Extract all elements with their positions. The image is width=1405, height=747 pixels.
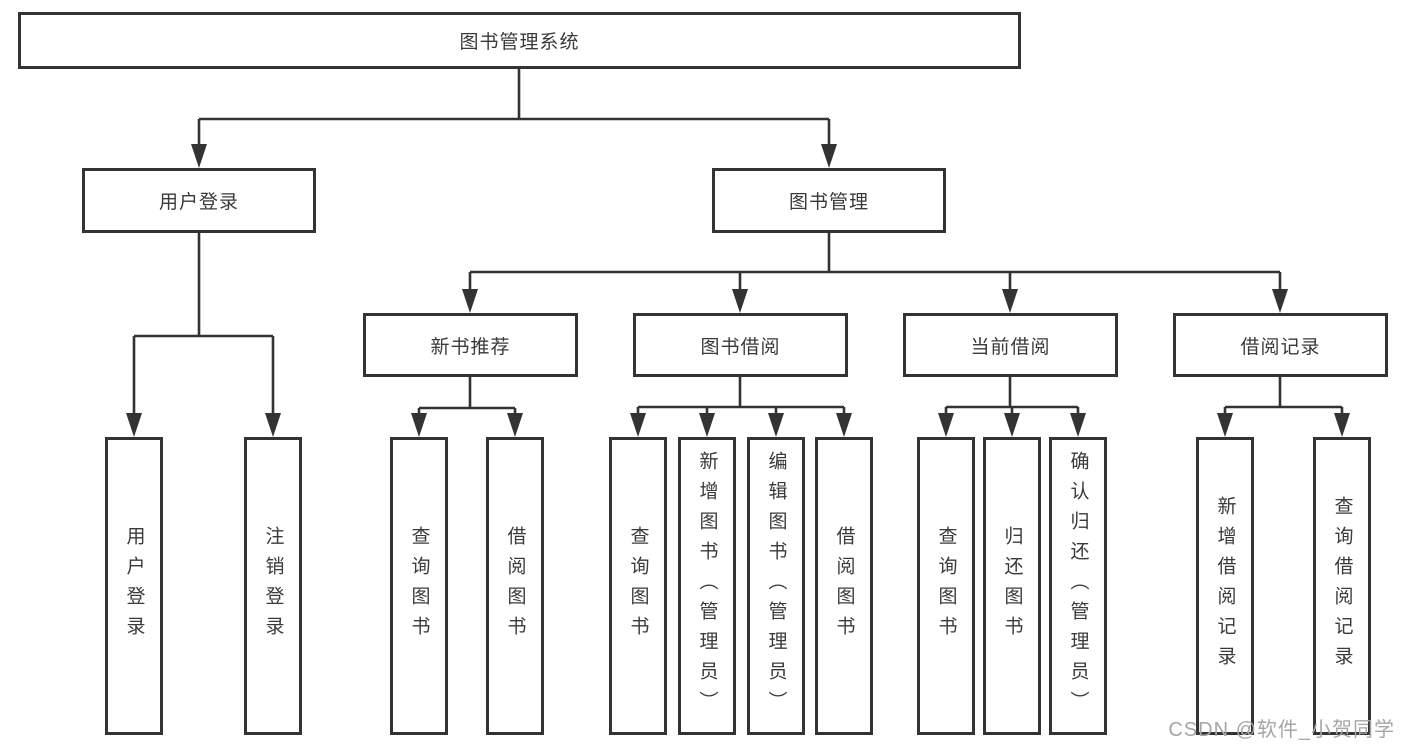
node-current-borrow: 当前借阅 [903, 313, 1118, 377]
node-label: 查询借阅记录 [1331, 496, 1353, 676]
node-label: 用户登录 [158, 192, 239, 213]
node-label: 编辑图书（管理员） [765, 451, 787, 721]
leaf-add-books-admin: 新增图书（管理员） [678, 437, 736, 735]
node-borrow-records: 借阅记录 [1173, 313, 1388, 377]
node-label: 用户登录 [123, 526, 145, 646]
node-book-management: 图书管理 [712, 168, 946, 233]
node-user-login: 用户登录 [82, 168, 316, 233]
node-book-borrow: 图书借阅 [633, 313, 848, 377]
node-label: 查询图书 [627, 526, 649, 646]
node-label: 归还图书 [1001, 526, 1023, 646]
node-label: 查询图书 [408, 526, 430, 646]
leaf-query-books-current: 查询图书 [917, 437, 975, 735]
node-label: 借阅记录 [1240, 336, 1321, 358]
node-label: 查询图书 [935, 526, 957, 646]
node-label: 图书管理系统 [459, 32, 580, 53]
node-label: 借阅图书 [504, 526, 526, 646]
node-label: 当前借阅 [970, 336, 1051, 358]
node-label: 新增图书（管理员） [696, 451, 718, 721]
leaf-edit-books-admin: 编辑图书（管理员） [747, 437, 805, 735]
node-label: 图书借阅 [700, 336, 781, 358]
node-label: 图书管理 [788, 192, 869, 213]
leaf-query-borrow-record: 查询借阅记录 [1313, 437, 1371, 735]
leaf-confirm-return-admin: 确认归还（管理员） [1049, 437, 1107, 735]
node-label: 确认归还（管理员） [1067, 451, 1089, 721]
leaf-logout: 注销登录 [244, 437, 302, 735]
leaf-query-books-borrow: 查询图书 [609, 437, 667, 735]
node-label: 借阅图书 [833, 526, 855, 646]
node-label: 注销登录 [262, 526, 284, 646]
leaf-add-borrow-record: 新增借阅记录 [1196, 437, 1254, 735]
leaf-borrow-books-recommend: 借阅图书 [486, 437, 544, 735]
leaf-return-books: 归还图书 [983, 437, 1041, 735]
node-new-book-recommend: 新书推荐 [363, 313, 578, 377]
node-label: 新增借阅记录 [1214, 496, 1236, 676]
node-label: 新书推荐 [430, 336, 511, 358]
leaf-borrow-books: 借阅图书 [815, 437, 873, 735]
leaf-query-books-recommend: 查询图书 [390, 437, 448, 735]
leaf-user-login: 用户登录 [105, 437, 163, 735]
node-library-management-system: 图书管理系统 [18, 12, 1021, 69]
